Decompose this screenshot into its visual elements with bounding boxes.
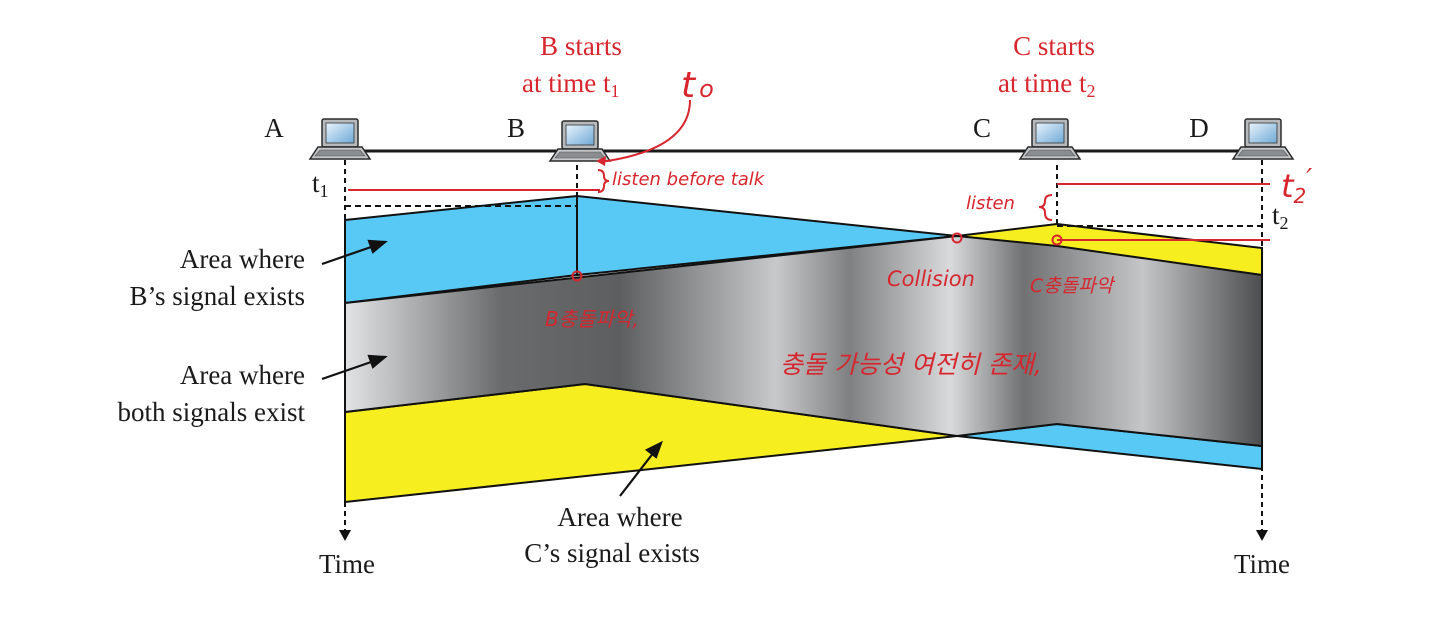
b-start-title-line2: at time t1 bbox=[522, 68, 619, 101]
listen-note: listen bbox=[966, 193, 1015, 214]
b-detect-note: B충돌파악, bbox=[545, 307, 639, 331]
time-label-left: Time bbox=[319, 549, 375, 579]
time-arrow-right bbox=[1256, 530, 1268, 541]
node-label-a: A bbox=[264, 113, 284, 143]
signal-areas bbox=[344, 194, 1263, 504]
node-label-c: C bbox=[973, 113, 991, 143]
t2-prime-annotation: t2′ bbox=[1281, 164, 1312, 208]
guides bbox=[339, 160, 1268, 541]
time-label-right: Time bbox=[1234, 549, 1290, 579]
node-b-laptop-icon bbox=[549, 120, 611, 162]
t2-mark: t2 bbox=[1272, 200, 1289, 233]
collision-still-possible-note: 충돌 가능성 여전히 존재, bbox=[780, 350, 1042, 379]
t1-mark: t1 bbox=[312, 168, 329, 201]
node-label-b: B bbox=[507, 113, 525, 143]
time-arrow-left bbox=[339, 530, 351, 541]
area-pointer-arrows bbox=[321, 239, 663, 497]
collision-note: Collision bbox=[887, 267, 975, 291]
c-start-title-line2: at time t2 bbox=[998, 68, 1095, 101]
red-annotation-lines bbox=[348, 99, 1270, 282]
area-b-label-line1: Area where bbox=[180, 244, 305, 274]
area-both-label-line1: Area where bbox=[180, 360, 305, 390]
area-c-label-line1: Area where bbox=[557, 502, 682, 532]
b-start-title-line1: B starts bbox=[540, 31, 622, 61]
area-b-label-line2: B’s signal exists bbox=[129, 281, 305, 311]
listen-before-talk-note: listen before talk bbox=[612, 169, 766, 190]
node-a-laptop-icon bbox=[309, 118, 371, 160]
node-label-d: D bbox=[1189, 113, 1209, 143]
node-c-laptop-icon bbox=[1019, 118, 1081, 160]
area-both-label-line2: both signals exist bbox=[118, 397, 306, 427]
area-c-label-line2: C’s signal exists bbox=[524, 538, 700, 568]
c-start-title-line1: C starts bbox=[1013, 31, 1095, 61]
node-d-laptop-icon bbox=[1232, 118, 1294, 160]
overlap-area bbox=[344, 234, 1263, 448]
c-detect-note: C충돌파악 bbox=[1030, 275, 1116, 297]
